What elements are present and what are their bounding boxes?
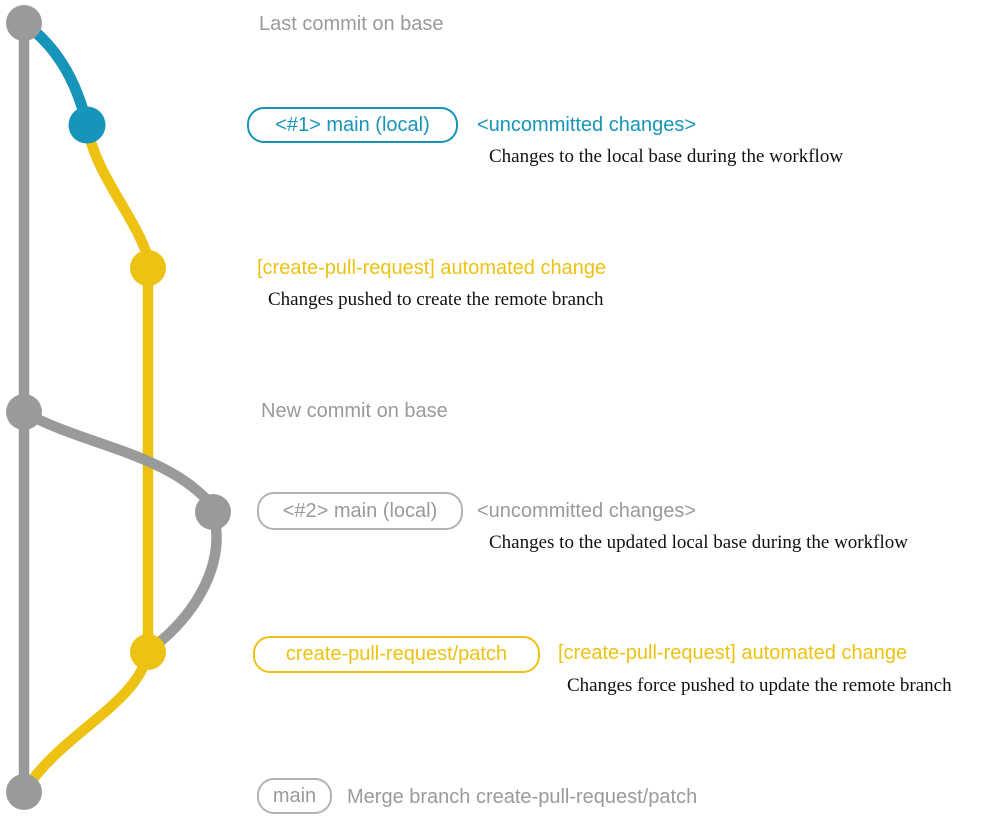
merge-branch-curve <box>21 650 154 792</box>
uncommitted-changes-note-2: <uncommitted changes> <box>477 500 697 522</box>
pull-request-branch-line <box>81 124 154 652</box>
branch-badge-main-local-2: <#2> main (local) <box>257 492 463 530</box>
commit-node-merge <box>6 774 42 810</box>
merge-commit-message: Merge branch create-pull-request/patch <box>347 786 698 808</box>
commit-node-local-main-1 <box>68 106 106 144</box>
base-update-curve-1 <box>21 407 211 504</box>
commit-node-last-base <box>6 5 42 41</box>
caption-pushed-create-branch: Changes pushed to create the remote bran… <box>268 289 604 310</box>
commit-node-local-main-2 <box>195 494 231 530</box>
automated-change-note-1: [create-pull-request] automated change <box>257 257 607 279</box>
branch-badge-main-local-1: <#1> main (local) <box>247 107 458 143</box>
uncommitted-changes-note-1: <uncommitted changes> <box>477 114 697 136</box>
branch-badge-create-pull-request-patch: create-pull-request/patch <box>253 636 540 673</box>
base-update-curve-2 <box>147 510 222 654</box>
commit-node-pr-1 <box>130 250 166 286</box>
new-commit-label: New commit on base <box>261 400 448 422</box>
caption-force-pushed-update-branch: Changes force pushed to update the remot… <box>567 675 952 696</box>
caption-updated-local-base-changes: Changes to the updated local base during… <box>489 532 908 553</box>
caption-local-base-changes: Changes to the local base during the wor… <box>489 146 844 167</box>
commit-node-new-base <box>6 394 42 430</box>
commit-node-pr-2 <box>130 634 166 670</box>
automated-change-note-2: [create-pull-request] automated change <box>558 642 908 664</box>
last-commit-label: Last commit on base <box>259 13 444 35</box>
branch-badge-main: main <box>257 778 332 814</box>
